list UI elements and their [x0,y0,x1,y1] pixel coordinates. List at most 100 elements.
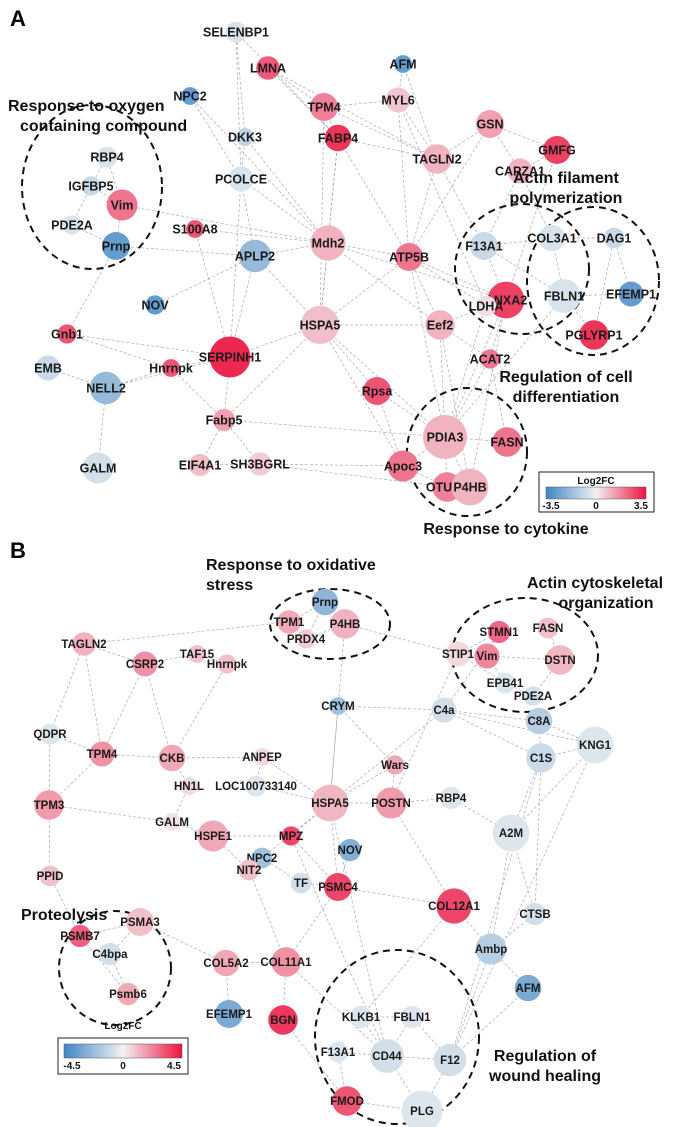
network-edge [337,705,396,766]
node-a-efemp1: EFEMP1 [606,281,656,307]
node-label: TPM1 [274,617,305,629]
node-circle [162,359,180,377]
node-circle [401,1090,443,1127]
node-circle [525,707,553,735]
node-a-hnrnpk: Hnrnpk [149,359,193,377]
network-edge [327,242,410,258]
network-edge [261,756,331,804]
node-a-ldha: LDHA [469,295,503,317]
network-edge [171,756,263,759]
node-circle [324,124,352,152]
node-b-wars: Wars [381,755,409,775]
node-b-epb41: EPB41 [487,672,524,694]
node-b-kng1: KNG1 [576,726,614,764]
node-label: Prnp [102,239,131,253]
annotation-oxidative-stress-line1: Response to oxidative [206,557,376,574]
node-label: ANPEP [242,752,282,764]
node-circle [545,645,575,675]
node-label: BGN [270,1015,296,1027]
cluster-wound-healing [314,949,480,1125]
node-b-c8a: C8A [525,707,553,735]
node-circle [470,232,498,260]
annotation-actin-filament-line1: Actin filament [513,170,619,187]
node-circle [445,641,471,667]
legend-a-title: Log2FC [577,476,614,487]
node-label: SH3BGRL [230,457,290,471]
node-circle [394,55,412,73]
network-edge [66,333,231,358]
panel-a-legend: Log2FC -3.5 0 3.5 [538,471,655,513]
node-circle [431,697,457,723]
node-label: TAGLN2 [412,152,461,166]
node-circle [248,452,272,476]
node-label: CRYM [321,701,354,713]
node-a-fbln1: FBLN1 [544,279,584,313]
node-label: HSPA5 [300,318,341,332]
node-circle [474,643,500,669]
node-b-nit2: NIT2 [237,859,261,881]
node-label: C8A [527,716,550,728]
node-label: Prnp [312,597,338,609]
node-b-qdpr: QDPR [33,723,67,745]
node-b-vim: Vim [474,643,500,669]
node-label: CD44 [372,1051,402,1063]
node-circle [603,227,625,249]
node-b-hnrnpk: Hnrnpk [207,654,248,674]
node-label: FASN [490,435,523,449]
node-circle [487,620,511,644]
network-edge [483,245,565,297]
node-b-anpep: ANPEP [242,748,282,766]
network-edge [267,67,339,139]
node-circle [158,744,186,772]
network-edge [319,324,404,467]
node-circle [526,743,556,773]
node-circle [480,349,500,369]
node-b-c4bpa: C4bpa [92,942,128,966]
node-circle [256,56,280,80]
legend-a-tick-mid: 0 [593,501,599,512]
node-b-ctsb: CTSB [519,902,551,926]
node-circle [543,136,571,164]
node-circle [329,697,347,715]
node-circle [132,651,158,677]
network-edge [444,299,507,438]
node-label: S100A8 [172,222,217,236]
node-circle [290,872,312,894]
network-edge [248,869,287,963]
node-b-hspe1: HSPE1 [194,820,232,852]
node-circle [253,748,271,766]
node-circle [475,295,497,317]
node-label: Wars [381,760,409,772]
node-circle [576,726,614,764]
node-b-taf15: TAF15 [180,645,215,663]
node-label: Vim [111,198,134,212]
node-a-apoc3: Apoc3 [384,450,422,482]
node-label: HSPA5 [311,798,349,810]
node-b-psmb6: Psmb6 [109,982,147,1006]
network-edge [259,463,448,488]
node-a-npc2: NPC2 [173,87,207,105]
node-b-cd44: CD44 [370,1039,404,1073]
node-b-efemp1: EFEMP1 [206,1000,253,1028]
annotation-regulation-cell-diff-line2: differentiation [513,389,620,406]
node-circle [338,838,362,862]
node-circle [492,814,530,852]
node-label: TAGLN2 [61,639,106,651]
node-label: Psmb6 [109,989,147,1001]
node-a-capza1: CAPZA1 [495,158,545,184]
node-circle [537,617,559,639]
network-edge [329,709,445,804]
node-label: PGLYRP1 [565,328,622,342]
node-b-rbp4: RBP4 [436,786,467,810]
network-edge [490,948,529,989]
node-label: EFEMP1 [606,287,656,301]
node-a-prnp: Prnp [102,232,131,260]
network-edge [171,663,228,759]
annotation-actin-cytoskeletal-line1: Actin cytoskeletal [527,575,663,592]
node-label: Gnb1 [51,327,83,341]
node-circle [523,902,547,926]
node-circle [311,588,339,616]
node-circle [332,1086,362,1116]
node-label: Eef2 [427,318,453,332]
node-a-fabp4: FABP4 [318,124,358,152]
